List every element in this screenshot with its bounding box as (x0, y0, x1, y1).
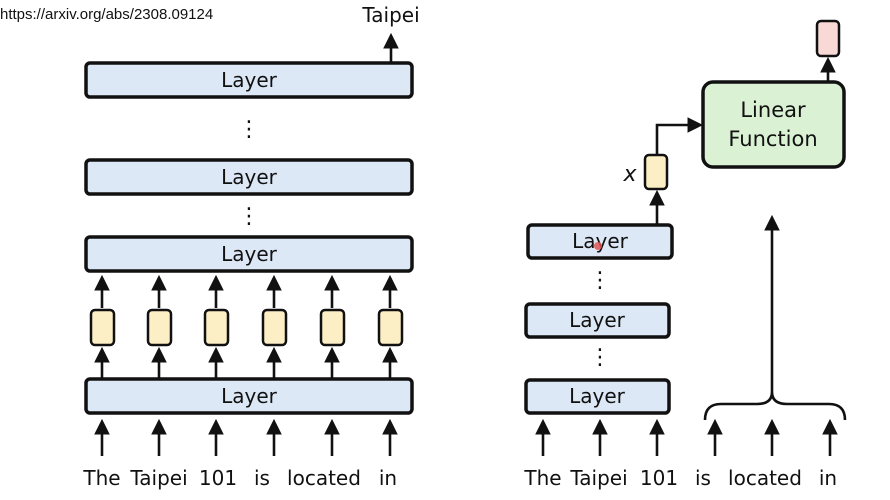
left-layer-bottom (84, 377, 414, 415)
right-token-1: The (523, 466, 561, 490)
linear-function-label-line1: Linear (740, 98, 806, 122)
right-ellipsis-1: ⋮ (589, 268, 611, 293)
x-variable-label: x (622, 162, 637, 187)
source-url: https://arxiv.org/abs/2308.09124 (0, 6, 214, 23)
right-token-6: in (819, 466, 837, 490)
left-hidden-box-2 (146, 308, 173, 347)
right-token-5: located (728, 466, 802, 490)
right-token-2: Taipei (569, 466, 627, 490)
left-input-arrows (94, 418, 398, 456)
left-layer-middle-label: Layer (221, 165, 278, 189)
right-output-box (815, 19, 841, 58)
right-layer-middle (524, 302, 671, 339)
right-ellipsis-2: ⋮ (589, 345, 611, 370)
token-group-brace (703, 391, 847, 421)
left-layer-top-label: Layer (221, 68, 278, 92)
hidden-to-linear-arrow (655, 117, 704, 155)
left-hidden-box-4 (261, 308, 288, 347)
right-layer-bottom-label: Layer (569, 384, 626, 408)
left-hidden-box-5 (319, 308, 346, 347)
right-input-arrows (535, 418, 838, 456)
left-layer-bottom-label: Layer (221, 384, 278, 408)
left-hidden-box-1 (89, 308, 116, 347)
right-layer-bottom (524, 378, 671, 415)
left-token-3: 101 (199, 466, 237, 490)
left-token-5: located (287, 466, 361, 490)
left-hidden-box-3 (203, 308, 230, 347)
right-token-3: 101 (640, 466, 678, 490)
left-tokens: The Taipei 101 is located in (82, 466, 397, 490)
right-layer-top-label: Layer (572, 229, 629, 253)
left-token-2: Taipei (129, 466, 187, 490)
left-hidden-box-6 (377, 308, 404, 347)
left-layer-top (84, 61, 414, 99)
right-diagram: Linear Function x Layer ⋮ Layer ⋮ Layer (523, 19, 847, 490)
left-token-6: in (379, 466, 397, 490)
cursor-dot (594, 242, 602, 250)
right-hidden-state-box (643, 153, 669, 191)
left-token-1: The (82, 466, 120, 490)
right-layer-middle-label: Layer (569, 308, 626, 332)
linear-function-label-line2: Function (728, 127, 817, 151)
left-ellipsis-2: ⋮ (238, 204, 260, 229)
linear-function-box (701, 80, 846, 169)
left-layer-middle (84, 158, 414, 196)
right-tokens: The Taipei 101 is located in (523, 466, 837, 490)
left-output-word: Taipei (361, 3, 419, 27)
left-layer-third-label: Layer (221, 242, 278, 266)
right-layer-top (526, 223, 674, 260)
left-layer-third (84, 235, 414, 273)
left-diagram: Taipei Layer ⋮ Layer ⋮ Layer (82, 3, 419, 490)
left-ellipsis-1: ⋮ (238, 117, 260, 142)
left-hidden-states (89, 274, 404, 378)
left-token-4: is (254, 466, 270, 490)
right-token-4: is (695, 466, 711, 490)
